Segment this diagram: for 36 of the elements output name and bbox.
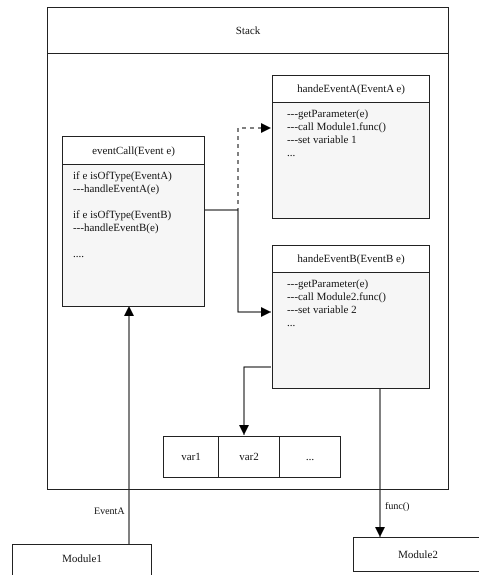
code-line: ---set variable 1 xyxy=(287,134,357,147)
code-line: ... xyxy=(287,147,296,160)
arrow xyxy=(124,306,134,544)
edge-label: func() xyxy=(384,501,410,512)
stack-frame xyxy=(47,7,449,490)
label-text: Module2 xyxy=(398,548,438,560)
title-text: handeEventA(EventA e) xyxy=(297,83,405,95)
code-line: if e isOfType(EventA) xyxy=(73,170,172,183)
title-text: handeEventB(EventB e) xyxy=(297,253,405,265)
title-text: Stack xyxy=(236,24,260,36)
code-line: ---set variable 2 xyxy=(287,304,357,317)
code-line: ---getParameter(e) xyxy=(287,278,368,291)
variable-cell xyxy=(279,436,341,478)
label-text: Module1 xyxy=(62,553,102,565)
code-line: ---call Module2.func() xyxy=(287,291,386,304)
function-box xyxy=(62,136,205,307)
code-line: .... xyxy=(73,248,84,261)
variable-cell xyxy=(218,436,280,478)
function-box xyxy=(272,75,430,219)
module-box xyxy=(12,544,152,575)
label-text: var1 xyxy=(181,451,201,463)
arrow xyxy=(239,366,272,436)
code-line: ... xyxy=(287,317,296,330)
edge-label: EventA xyxy=(93,506,126,517)
title-text: eventCall(Event e) xyxy=(92,144,175,156)
label-text: var2 xyxy=(239,451,259,463)
arrow xyxy=(375,388,385,538)
module-box xyxy=(353,537,479,572)
label-text: ... xyxy=(306,451,314,463)
code-line: if e isOfType(EventB) xyxy=(73,209,172,222)
variable-cell xyxy=(163,436,219,478)
function-box xyxy=(272,245,430,389)
code-line: ---handleEventB(e) xyxy=(73,222,159,235)
code-line: ---getParameter(e) xyxy=(287,108,368,121)
code-line: ---call Module1.func() xyxy=(287,121,386,134)
code-line: ---handleEventA(e) xyxy=(73,183,160,196)
